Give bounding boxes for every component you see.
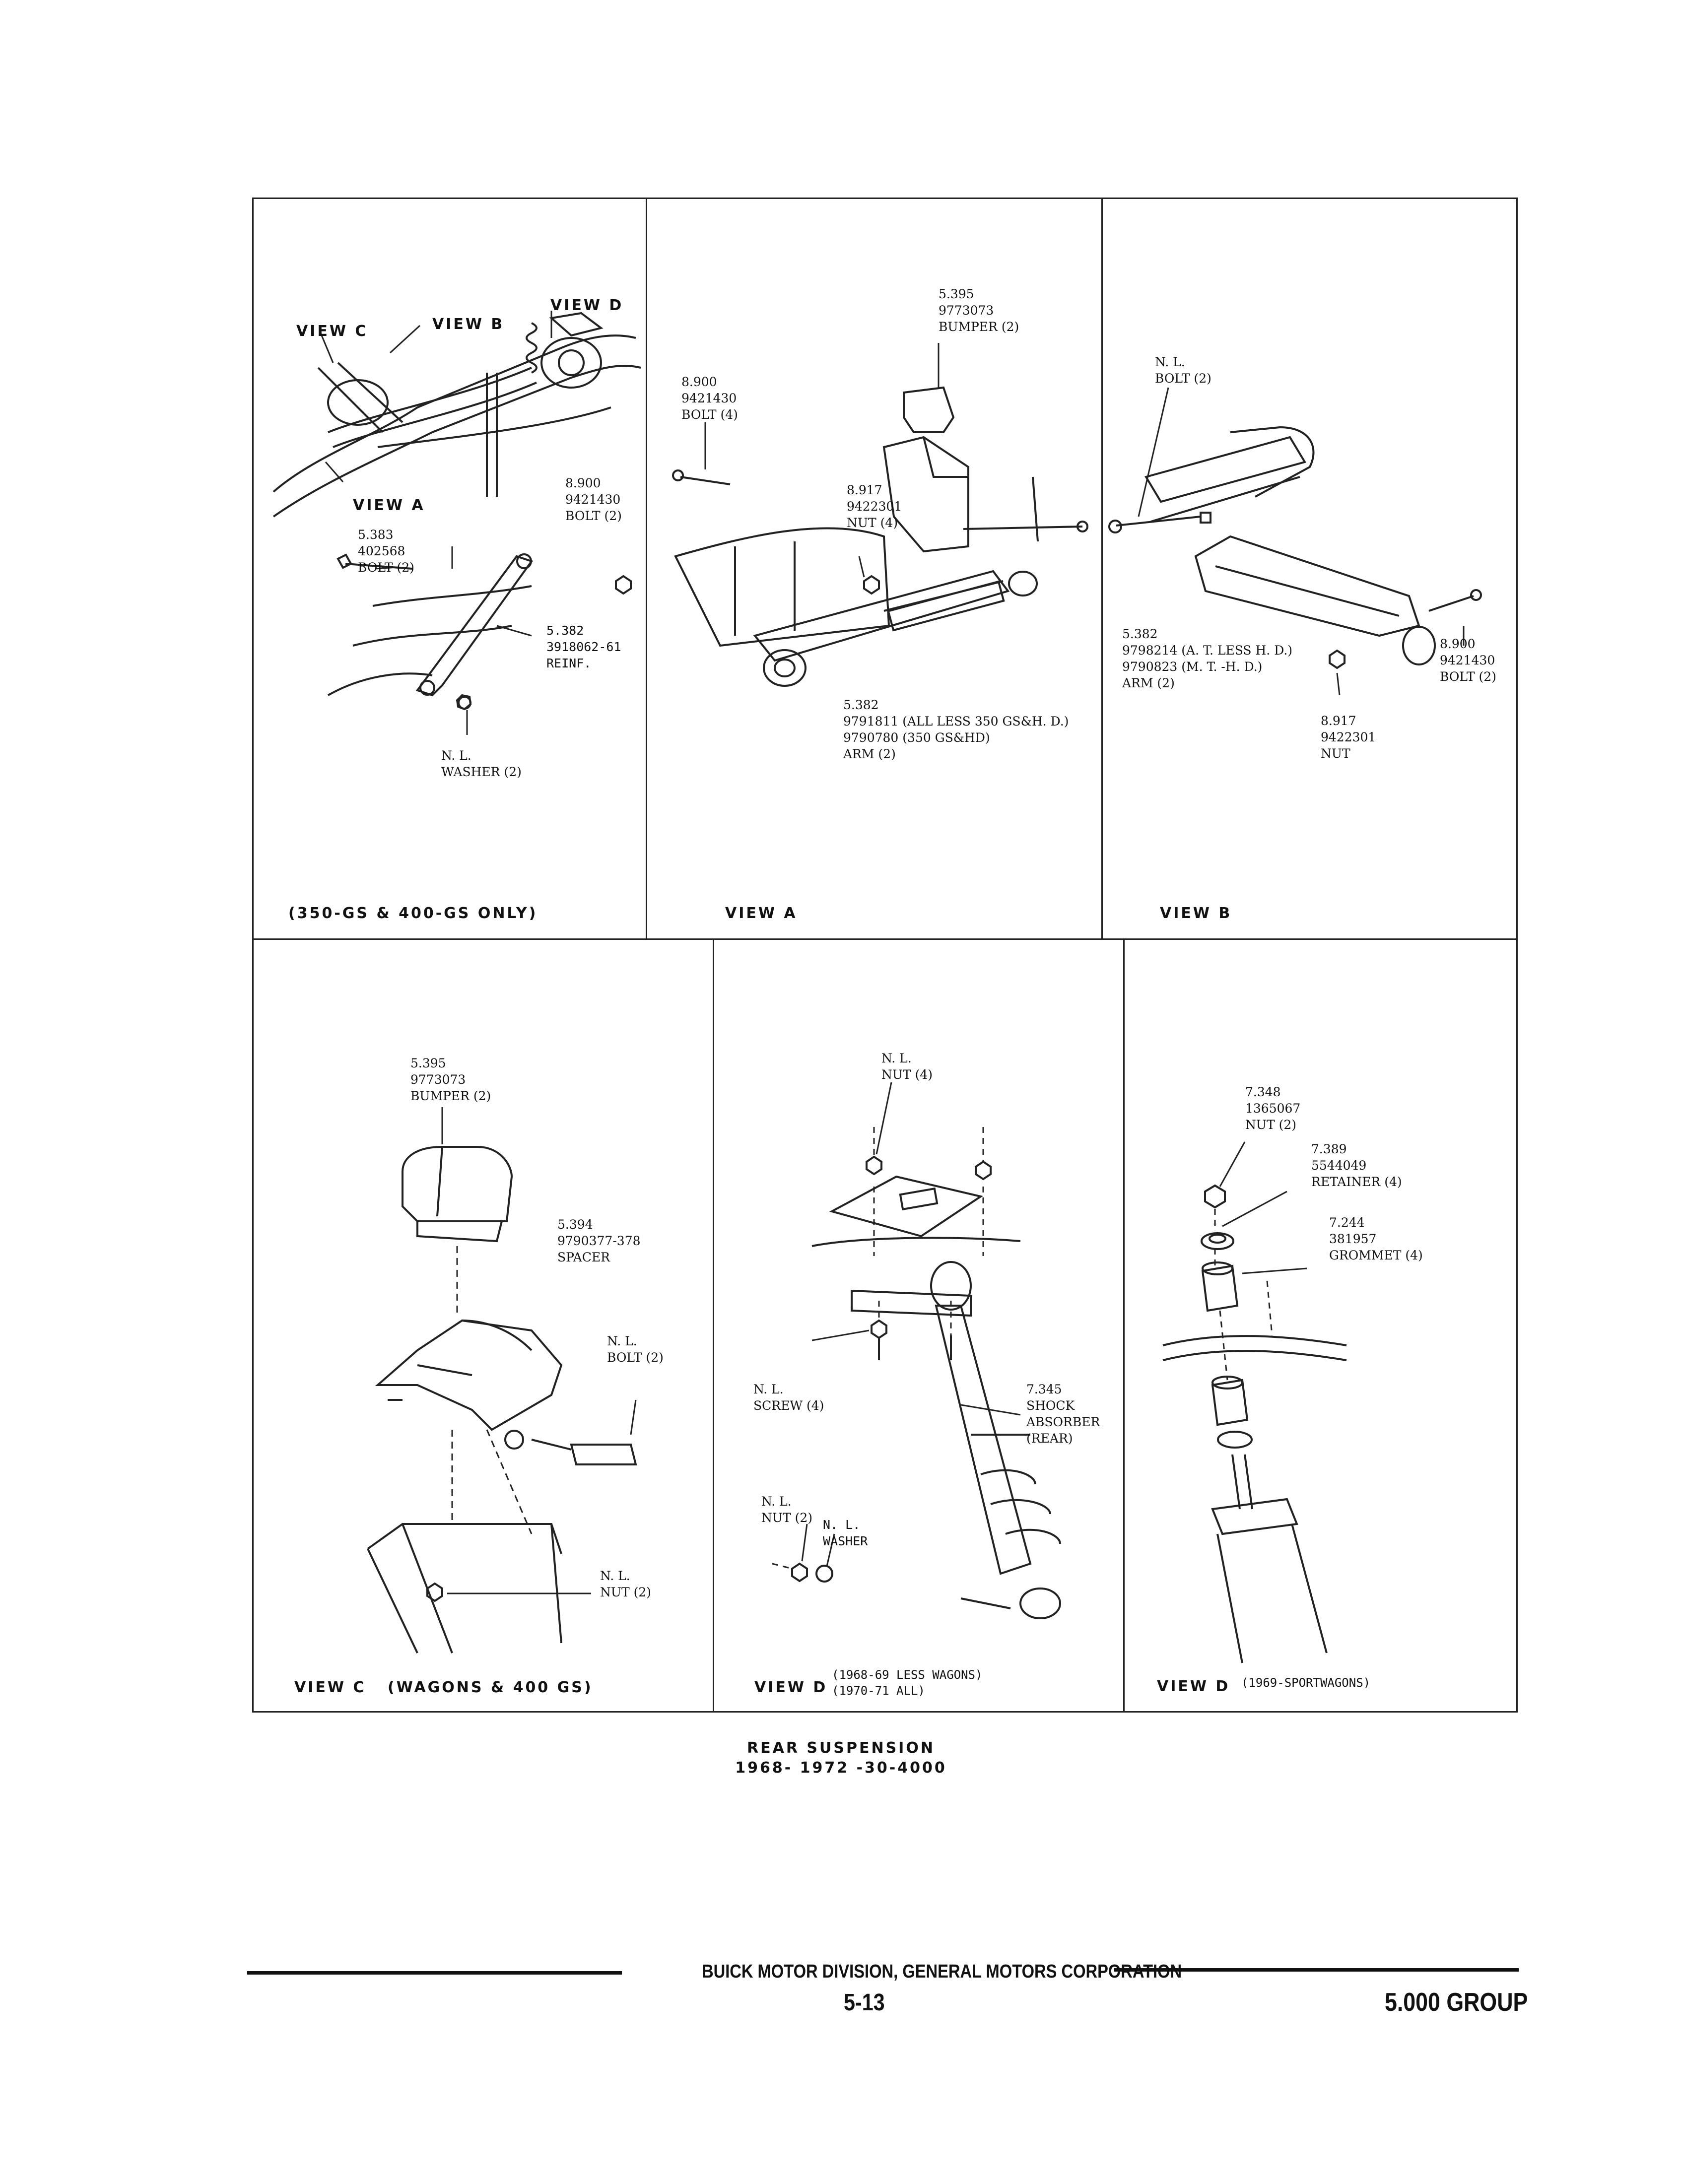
view-d-shock-illustration xyxy=(772,1082,1061,1619)
callout-bolt-8900-view-a: 8.900 9421430 BOLT (4) xyxy=(681,375,738,422)
footer-publisher: BUICK MOTOR DIVISION, GENERAL MOTORS COR… xyxy=(702,1961,1182,1982)
callout-nut-8917-view-a: 8.917 9422301 NUT (4) xyxy=(847,483,902,530)
panel-view-a: 5.395 9773073 BUMPER (2) 8.900 9421430 B… xyxy=(646,199,1100,937)
footer-rule-left xyxy=(247,1971,622,1975)
view-c-caption-note: (WAGONS & 400 GS) xyxy=(388,1679,593,1696)
view-d-sportwagons-illustration xyxy=(1162,1141,1347,1663)
callout-bolt-nl-view-c: N. L. BOLT (2) xyxy=(607,1334,664,1365)
panel-view-b: N. L. BOLT (2) 5.382 9798214 (A. T. LESS… xyxy=(1101,199,1516,937)
bottom-divider-2 xyxy=(1123,938,1125,1713)
callout-nut-nl-view-d-bottom: N. L. NUT (2) xyxy=(761,1494,812,1525)
view-c-illustration xyxy=(367,1107,637,1654)
row-divider xyxy=(254,938,1516,940)
panel-view-d-sportwagons: 7.348 1365067 NUT (2) 7.389 5544049 RETA… xyxy=(1123,938,1516,1711)
callout-bumper-5395-view-a: 5.395 9773073 BUMPER (2) xyxy=(939,287,1019,334)
callout-shock-7345: 7.345 SHOCK ABSORBER (REAR) xyxy=(1026,1382,1100,1446)
overview-label-view-b: VIEW B xyxy=(432,316,505,333)
bottom-divider-1 xyxy=(713,938,714,1713)
callout-grommet-7244: 7.244 381957 GROMMET (4) xyxy=(1329,1215,1423,1262)
overview-label-view-d: VIEW D xyxy=(550,297,624,314)
view-b-caption: VIEW B xyxy=(1160,905,1232,922)
top-divider-2 xyxy=(1101,199,1103,939)
overview-label-view-c: VIEW C xyxy=(296,323,368,340)
callout-bolt-8900-view-b: 8.900 9421430 BOLT (2) xyxy=(1440,637,1496,684)
figure-title-line-2: 1968- 1972 -30-4000 xyxy=(735,1759,947,1777)
overview-label-view-a: VIEW A xyxy=(353,497,425,514)
view-d-shock-caption: VIEW D xyxy=(754,1679,828,1696)
callout-bolt-8900-overview: 8.900 9421430 BOLT (2) xyxy=(565,476,622,523)
callout-nut-nl-view-c: N. L. NUT (2) xyxy=(600,1569,651,1599)
callout-arm-5382-view-a: 5.382 9791811 (ALL LESS 350 GS&H. D.) 97… xyxy=(843,698,1069,761)
view-b-illustration xyxy=(1108,387,1482,696)
panel-overview: VIEW C VIEW B VIEW D VIEW A 8.900 942143… xyxy=(254,199,644,937)
callout-nut-8917-view-b: 8.917 9422301 NUT xyxy=(1321,714,1376,761)
callout-nut-7348: 7.348 1365067 NUT (2) xyxy=(1245,1085,1301,1132)
overview-caption: (350-GS & 400-GS ONLY) xyxy=(288,905,538,922)
view-d-sportwagons-caption: VIEW D xyxy=(1157,1678,1230,1695)
view-c-caption: VIEW C xyxy=(294,1679,366,1696)
view-d-sportwagons-caption-note: (1969-SPORTWAGONS) xyxy=(1241,1676,1371,1690)
callout-bolt-5383: 5.383 402568 BOLT (2) xyxy=(358,528,414,575)
figure-title: REAR SUSPENSION 1968- 1972 -30-4000 xyxy=(0,1738,1682,1778)
panel-view-d-shock: N. L. NUT (4) N. L. SCREW (4) 7.345 SHOC… xyxy=(713,938,1122,1711)
callout-arm-5382-view-b: 5.382 9798214 (A. T. LESS H. D.) 9790823… xyxy=(1122,627,1293,690)
callout-retainer-7389: 7.389 5544049 RETAINER (4) xyxy=(1311,1142,1402,1189)
callout-washer-nl: N. L. WASHER (2) xyxy=(441,748,522,779)
view-d-shock-caption-note: (1968-69 LESS WAGONS) (1970-71 ALL) xyxy=(832,1668,983,1698)
callout-bolt-nl-view-b: N. L. BOLT (2) xyxy=(1155,355,1211,386)
callout-reinf-5382: 5.382 3918062-61 REINF. xyxy=(546,623,621,670)
overview-illustration xyxy=(272,311,641,735)
figure-frame xyxy=(252,198,1518,1713)
callout-washer-nl-view-d: N. L. WASHER xyxy=(823,1518,868,1548)
view-a-illustration xyxy=(672,343,1088,687)
footer-page-number: 5-13 xyxy=(844,1989,885,2016)
panel-view-c: 5.395 9773073 BUMPER (2) 5.394 9790377-3… xyxy=(254,938,711,1711)
footer-rule-right xyxy=(1114,1968,1519,1972)
callout-spacer-5394: 5.394 9790377-378 SPACER xyxy=(557,1217,641,1264)
callout-nut-nl-view-d-top: N. L. NUT (4) xyxy=(881,1051,933,1082)
callout-screw-nl-view-d: N. L. SCREW (4) xyxy=(753,1382,824,1413)
callout-bumper-5395-view-c: 5.395 9773073 BUMPER (2) xyxy=(410,1056,491,1103)
footer-group: 5.000 GROUP xyxy=(1385,1988,1528,2017)
top-divider-1 xyxy=(646,199,647,939)
figure-title-line-1: REAR SUSPENSION xyxy=(747,1739,935,1757)
view-a-caption: VIEW A xyxy=(725,905,798,922)
